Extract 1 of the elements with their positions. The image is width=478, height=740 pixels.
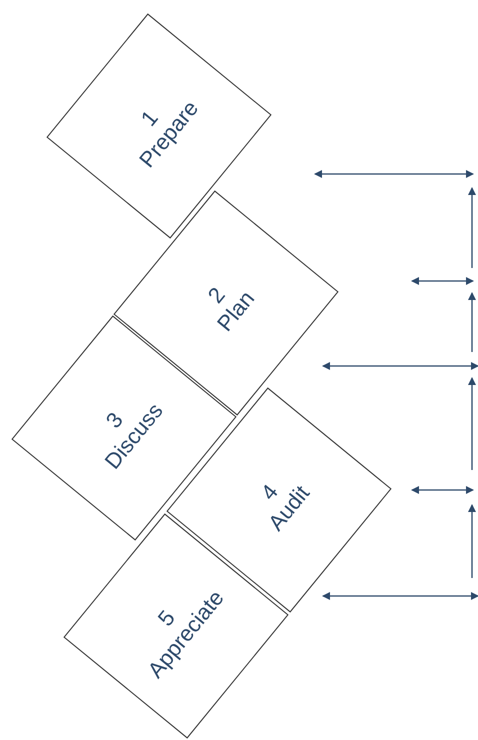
step-box xyxy=(46,13,272,239)
